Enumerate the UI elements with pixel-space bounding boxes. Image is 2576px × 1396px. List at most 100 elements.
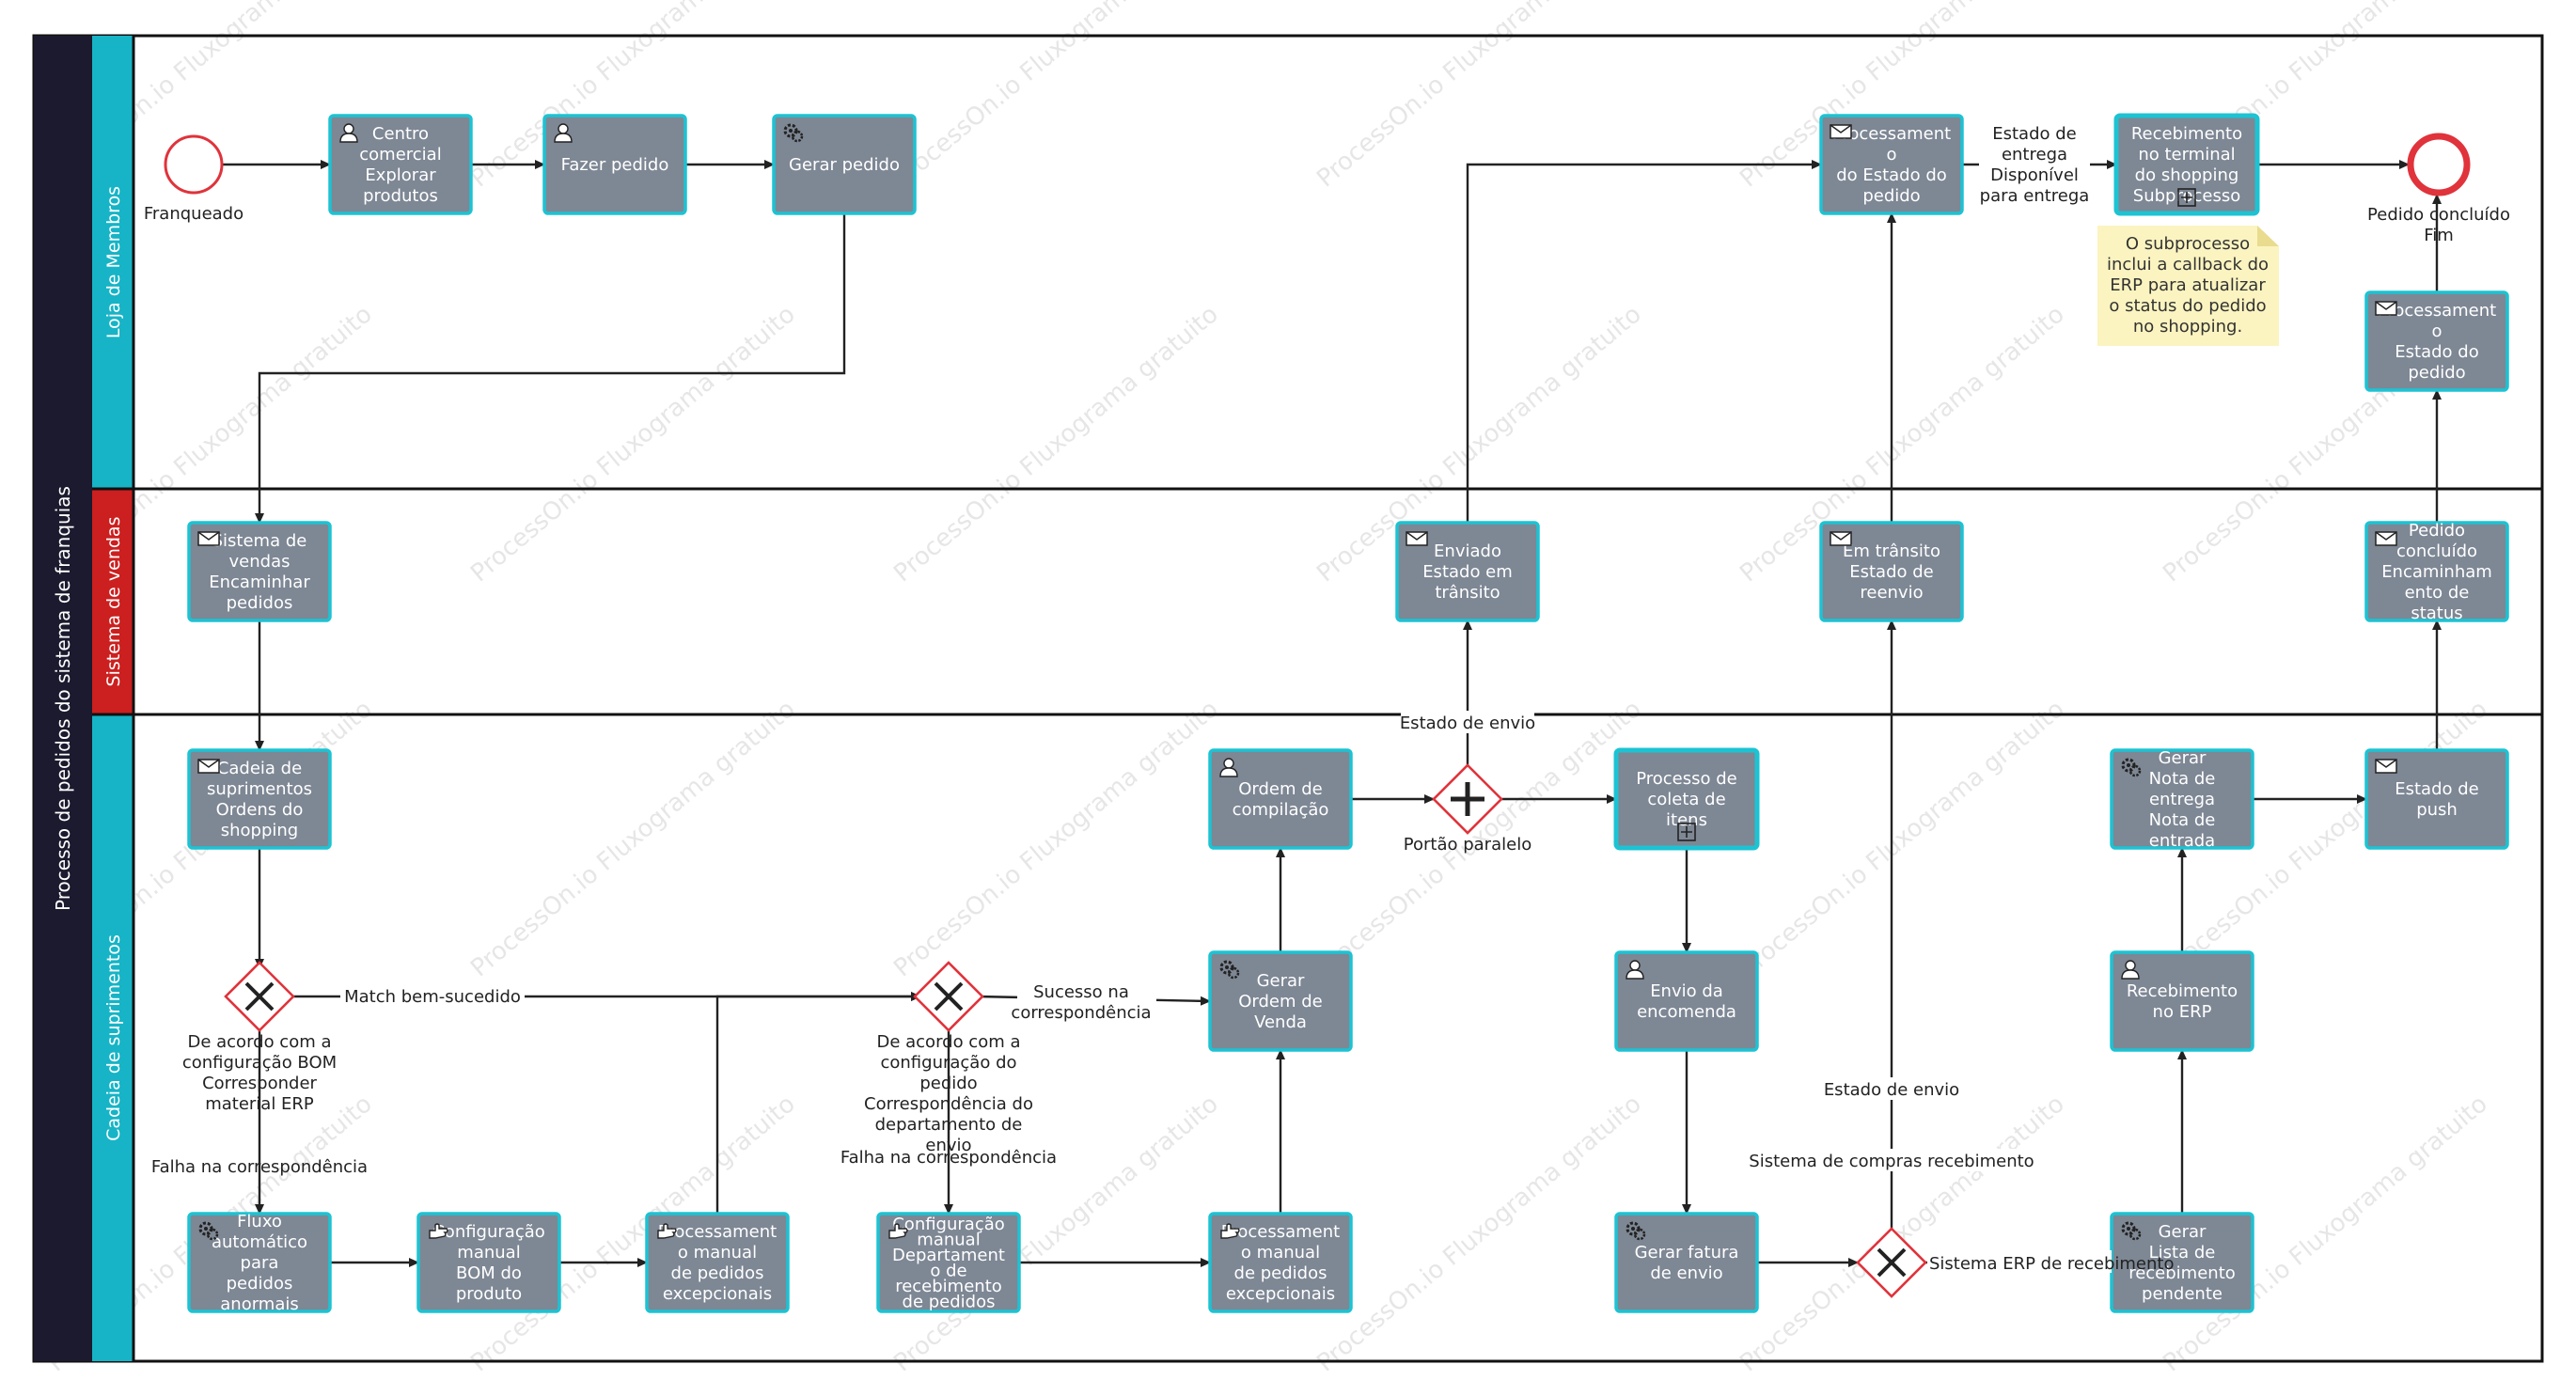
user-icon-head — [2125, 960, 2136, 971]
text-line: Fim — [2424, 226, 2454, 245]
message-icon — [2375, 759, 2397, 774]
text-line: Centro — [372, 124, 429, 144]
task-box — [187, 748, 332, 850]
text-line: Estado de — [1849, 562, 1934, 582]
gateway-g4[interactable] — [1856, 1227, 1927, 1298]
task-box — [2110, 950, 2254, 1052]
text-line: no ERP — [2153, 1002, 2212, 1022]
text-line: pedido — [1862, 186, 1920, 206]
text-line: trânsito — [1435, 583, 1500, 603]
text-line: Gerar fatura — [1635, 1243, 1739, 1263]
label-backing — [1017, 980, 1156, 1025]
watermark-text: ProcessOn.io Fluxograma gratuito — [888, 0, 1223, 193]
text-line: Encaminham — [2381, 562, 2492, 582]
text-line: De acordo com a — [187, 1032, 331, 1052]
text-line: Em trânsito — [1843, 541, 1940, 561]
label-backing — [1820, 1077, 1963, 1100]
text-line: BOM do — [456, 1263, 522, 1283]
text-line: produtos — [363, 186, 438, 206]
message-icon — [197, 759, 220, 774]
task-t2[interactable]: Fazer pedido — [542, 114, 687, 215]
gear-icon-inner — [2128, 764, 2142, 777]
message-icon — [2375, 531, 2397, 546]
hand-icon-shape — [429, 1223, 448, 1239]
user-icon — [554, 123, 573, 143]
text-line: vendas — [229, 552, 291, 572]
text-line: Estado de — [1992, 124, 2077, 144]
text-line: Enviado — [1434, 541, 1501, 561]
task-box — [2113, 113, 2260, 216]
text-line: de pedidos — [1234, 1263, 1327, 1283]
lane-header-loja — [92, 36, 134, 489]
text-line: Fluxo — [237, 1212, 282, 1231]
user-icon-head — [1223, 758, 1234, 769]
gateway-g2[interactable] — [913, 961, 984, 1032]
gateway-g1[interactable] — [224, 961, 295, 1032]
task-t3[interactable]: Gerar pedido — [772, 114, 917, 215]
text-line: Sistema de — [212, 531, 307, 551]
text-line: o — [2431, 322, 2442, 341]
sequence-flow — [255, 213, 846, 524]
text-line: O subprocesso — [2126, 234, 2250, 254]
text-line: Encaminhar — [209, 573, 310, 592]
text-line: pendente — [2142, 1284, 2223, 1304]
text-line: manual — [457, 1243, 520, 1263]
gear-icon — [1626, 1221, 1646, 1241]
text-line: Ordem de — [1238, 992, 1323, 1012]
sequence-flow — [1466, 160, 1822, 523]
text-line: Processament — [1221, 1222, 1340, 1242]
hand-icon — [429, 1223, 448, 1239]
text-line: Cadeia de — [217, 759, 302, 778]
gateway-g3[interactable] — [1432, 763, 1503, 835]
text-line: do Estado do — [1836, 165, 1947, 185]
text-line: coleta de — [1647, 790, 1725, 809]
end-event[interactable] — [2407, 133, 2471, 196]
text-line: Processament — [2378, 301, 2496, 321]
task-label: Fazer pedido — [561, 155, 669, 175]
lane-header-vendas — [92, 489, 134, 714]
pool-header — [34, 36, 92, 1361]
pool-frame: Processo de pedidos do sistema de franqu… — [32, 34, 2544, 1363]
text-line: anormais — [220, 1294, 298, 1314]
gear-icon-inner — [1633, 1228, 1646, 1241]
user-icon-body — [554, 133, 573, 143]
message-icon-flap — [197, 759, 220, 768]
text-line: o manual — [1241, 1243, 1320, 1263]
gear-icon — [198, 1221, 219, 1241]
text-line: Ordem de — [1238, 779, 1323, 799]
hand-icon-shape — [657, 1223, 677, 1239]
flow-layer — [222, 160, 2442, 1267]
start-event[interactable] — [164, 134, 224, 195]
text-line: correspondência — [1011, 1003, 1151, 1023]
text-line: Envio da — [1650, 981, 1723, 1001]
text-line: Correspondência do — [864, 1094, 1033, 1114]
